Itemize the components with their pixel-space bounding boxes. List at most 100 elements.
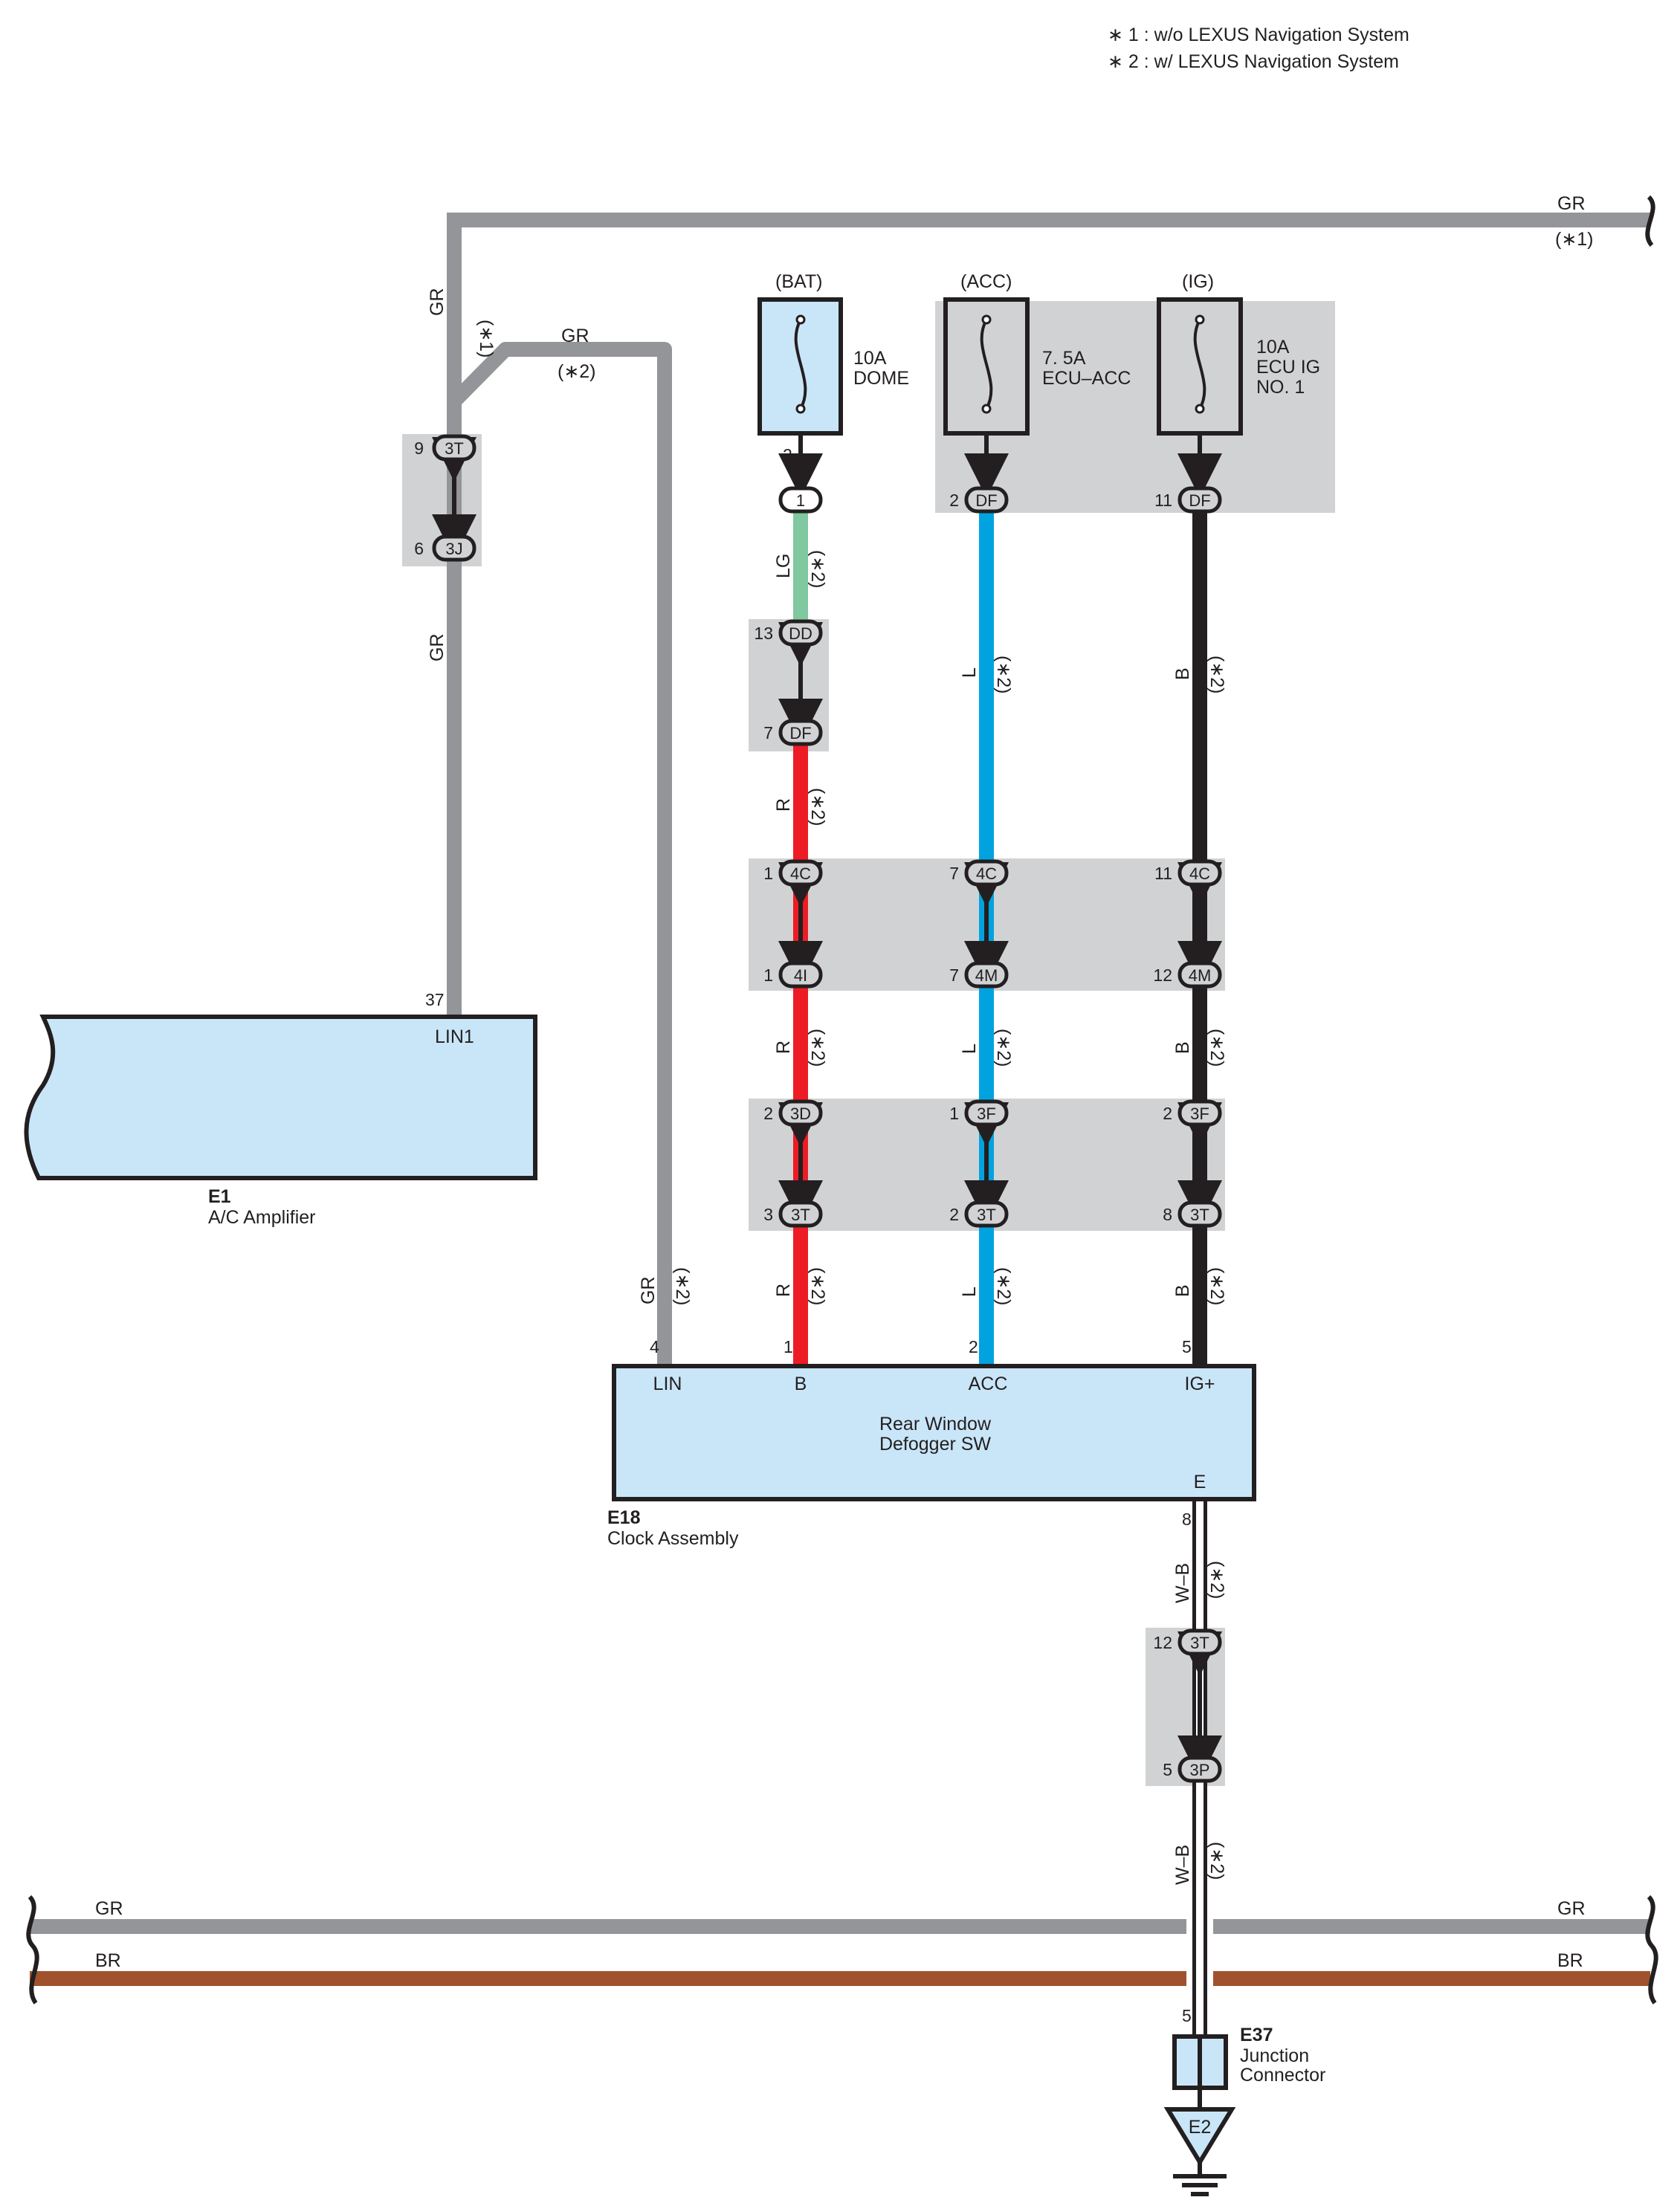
svg-text:(∗2): (∗2)	[1206, 1561, 1227, 1599]
svg-text:1: 1	[796, 491, 805, 510]
svg-text:GR: GR	[561, 326, 589, 346]
connector-links	[432, 437, 1222, 1780]
break-bus-right	[1645, 1895, 1658, 2005]
clock-assembly: 4 1 2 5 LIN B ACC IG+ Rear Window Defogg…	[607, 1337, 1256, 1549]
svg-text:(∗2): (∗2)	[807, 550, 828, 589]
fuse-acc: (ACC) 7. 5A ECU–ACC	[943, 271, 1131, 498]
fuse-ig-element	[1193, 319, 1206, 410]
svg-text:8: 8	[1182, 1510, 1192, 1529]
conn-3T-b	[778, 1200, 823, 1228]
break-bus-left	[26, 1895, 39, 2005]
svg-text:4C: 4C	[790, 864, 811, 883]
svg-text:1: 1	[949, 1104, 959, 1123]
svg-text:DD: DD	[789, 624, 812, 643]
conn-DF-ig	[1177, 486, 1222, 514]
svg-text:LG: LG	[773, 554, 794, 578]
svg-text:9: 9	[414, 439, 424, 458]
svg-text:4C: 4C	[976, 864, 997, 883]
clock-terminal-lin: LIN	[653, 1374, 682, 1394]
connectors: 3T 9 3J 6 1 DF 2 DF 11 DD 13 DF 7 4C 1 4…	[414, 434, 1222, 1783]
svg-text:(∗2): (∗2)	[993, 1267, 1014, 1306]
svg-text:(∗2): (∗2)	[1206, 656, 1227, 694]
svg-text:GR: GR	[1557, 1898, 1586, 1919]
svg-text:R: R	[773, 798, 794, 812]
svg-text:DF: DF	[1189, 491, 1210, 510]
svg-text:5: 5	[1163, 1760, 1172, 1779]
svg-text:(∗2): (∗2)	[807, 1267, 828, 1306]
clock-code: E18	[607, 1507, 641, 1528]
ground-symbol-body	[1163, 2107, 1236, 2167]
svg-text:2: 2	[969, 1337, 978, 1356]
svg-text:5: 5	[1182, 2006, 1192, 2025]
break-gr-top-right	[1645, 195, 1655, 248]
svg-text:(∗2): (∗2)	[1206, 1842, 1227, 1880]
svg-text:(∗2): (∗2)	[558, 361, 596, 382]
wire-gr-top	[447, 213, 1650, 1015]
svg-text:(∗2): (∗2)	[807, 1029, 828, 1067]
svg-text:BR: BR	[1557, 1950, 1583, 1971]
svg-text:3T: 3T	[1190, 1634, 1209, 1652]
note-1: ∗ 1 : w/o LEXUS Navigation System	[1108, 25, 1409, 45]
ground-e2: E2	[1163, 2107, 1236, 2196]
svg-text:4M: 4M	[1189, 966, 1212, 985]
svg-text:GR: GR	[1557, 193, 1586, 214]
svg-text:(∗2): (∗2)	[1206, 1267, 1227, 1306]
fuse-dome: (BAT) 10A DOME 2	[757, 271, 909, 498]
fuse-acc-source: (ACC)	[960, 271, 1012, 292]
conn-3P	[1177, 1756, 1222, 1783]
fuse-ig-name1: ECU IG	[1256, 357, 1320, 378]
wire-labels: GR (∗1) GR (∗1) GR (∗2) GR LG (∗2) L (∗2…	[95, 193, 1594, 1971]
svg-text:12: 12	[1153, 1633, 1172, 1652]
conn-4C-b	[778, 859, 823, 887]
svg-text:R: R	[773, 1041, 794, 1054]
conn-DF-7	[778, 719, 823, 746]
svg-text:GR: GR	[95, 1898, 123, 1919]
svg-text:L: L	[959, 1287, 980, 1297]
svg-text:(∗1): (∗1)	[1555, 229, 1594, 250]
svg-text:4I: 4I	[794, 966, 807, 985]
legend-notes: ∗ 1 : w/o LEXUS Navigation System ∗ 2 : …	[1108, 25, 1409, 72]
svg-text:3F: 3F	[977, 1104, 996, 1123]
ac-amp-pin-37: 37	[425, 990, 445, 1009]
svg-text:4C: 4C	[1189, 864, 1210, 883]
svg-text:3T: 3T	[791, 1206, 810, 1224]
svg-text:3J: 3J	[445, 540, 462, 558]
svg-text:(∗2): (∗2)	[1206, 1029, 1227, 1067]
clock-terminal-ig: IG+	[1185, 1374, 1215, 1394]
fuse-acc-rating: 7. 5A	[1042, 348, 1086, 369]
conn-3D	[778, 1099, 823, 1127]
conn-3T-wb	[1177, 1628, 1222, 1656]
conn-3F-acc	[964, 1099, 1009, 1127]
fuse-ig-rating: 10A	[1256, 337, 1290, 358]
svg-text:2: 2	[949, 491, 959, 510]
conn-3F-ig	[1177, 1099, 1222, 1127]
conn-3T-ig	[1177, 1200, 1222, 1228]
junction-name-1: Junction	[1240, 2045, 1309, 2066]
junction-name-2: Connector	[1240, 2065, 1325, 2086]
svg-text:R: R	[773, 1284, 794, 1297]
svg-text:3D: 3D	[790, 1104, 811, 1123]
svg-text:11: 11	[1154, 864, 1172, 883]
fuse-acc-name: ECU–ACC	[1042, 368, 1131, 389]
fuse-acc-element	[980, 319, 993, 410]
svg-text:1: 1	[763, 864, 773, 883]
svg-text:8: 8	[1163, 1205, 1172, 1224]
conn-3T-left	[432, 434, 476, 462]
svg-text:4: 4	[650, 1337, 659, 1356]
clock-terminal-b: B	[795, 1374, 807, 1394]
conn-DD	[778, 619, 823, 647]
svg-text:BR: BR	[95, 1950, 121, 1971]
conn-DF-acc	[964, 486, 1009, 514]
conn-4M-ig	[1177, 961, 1222, 989]
clock-terminal-e: E	[1194, 1472, 1206, 1492]
fuse-ig-name2: NO. 1	[1256, 377, 1305, 398]
svg-text:5: 5	[1182, 1337, 1192, 1356]
svg-text:DF: DF	[789, 724, 811, 743]
svg-text:GR: GR	[427, 634, 448, 662]
ac-amplifier: 37 LIN1 E1 A/C Amplifier	[24, 990, 537, 1228]
clock-assembly-body	[612, 1364, 1256, 1501]
fuse-dome-pin: 2	[783, 445, 792, 465]
fuse-dome-rating: 10A	[853, 348, 887, 369]
svg-text:12: 12	[1153, 965, 1172, 985]
